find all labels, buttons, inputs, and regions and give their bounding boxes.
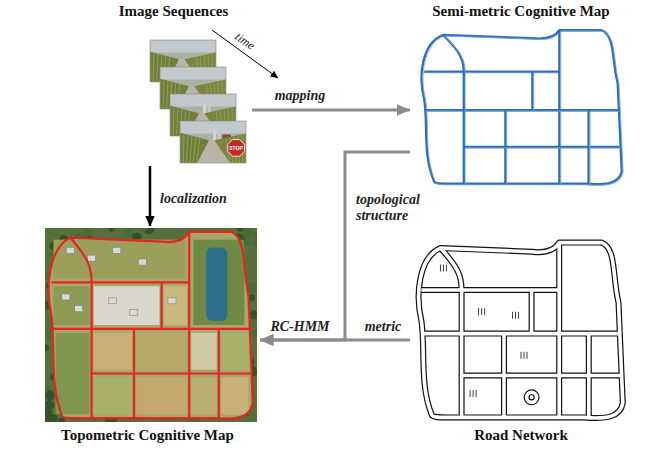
stop-sign: [228, 140, 245, 157]
panel-heading: Semi-metric Cognitive Map: [432, 3, 609, 20]
edge-label: mapping: [275, 88, 326, 104]
image-frame: [180, 121, 246, 163]
road-network-node: Road Network: [410, 236, 632, 444]
panel-heading: Road Network: [474, 427, 568, 444]
road-outlines: [419, 243, 623, 418]
edge-label: metric: [365, 319, 402, 335]
image-sequence-node: Image Sequences: [95, 3, 252, 166]
panel-heading: Topometric Cognitive Map: [61, 427, 234, 444]
sign-text: STOP: [229, 145, 243, 152]
semi-metric-map-node: Semi-metric Cognitive Map: [410, 3, 632, 192]
flow-arrow: [260, 339, 410, 342]
map-illustration: [410, 236, 632, 444]
topometric-map-node: Topometric Cognitive Map: [35, 226, 260, 444]
flow-arrow: [260, 152, 410, 340]
map-illustration: [95, 3, 252, 166]
flow-arrow: [149, 166, 152, 226]
map-illustration: [410, 3, 632, 192]
panel-heading: Image Sequences: [119, 3, 229, 20]
frame-border: [180, 121, 246, 163]
aerial-image: [45, 228, 257, 422]
flow-arrow: [252, 109, 410, 112]
edge-label: topological structure: [356, 192, 451, 224]
semi-metric-roads: [422, 30, 624, 185]
map-illustration: [35, 226, 260, 444]
method-label: RC-HMM: [270, 319, 329, 335]
edge-label: localization: [160, 191, 227, 207]
axis-label: time: [233, 29, 258, 52]
